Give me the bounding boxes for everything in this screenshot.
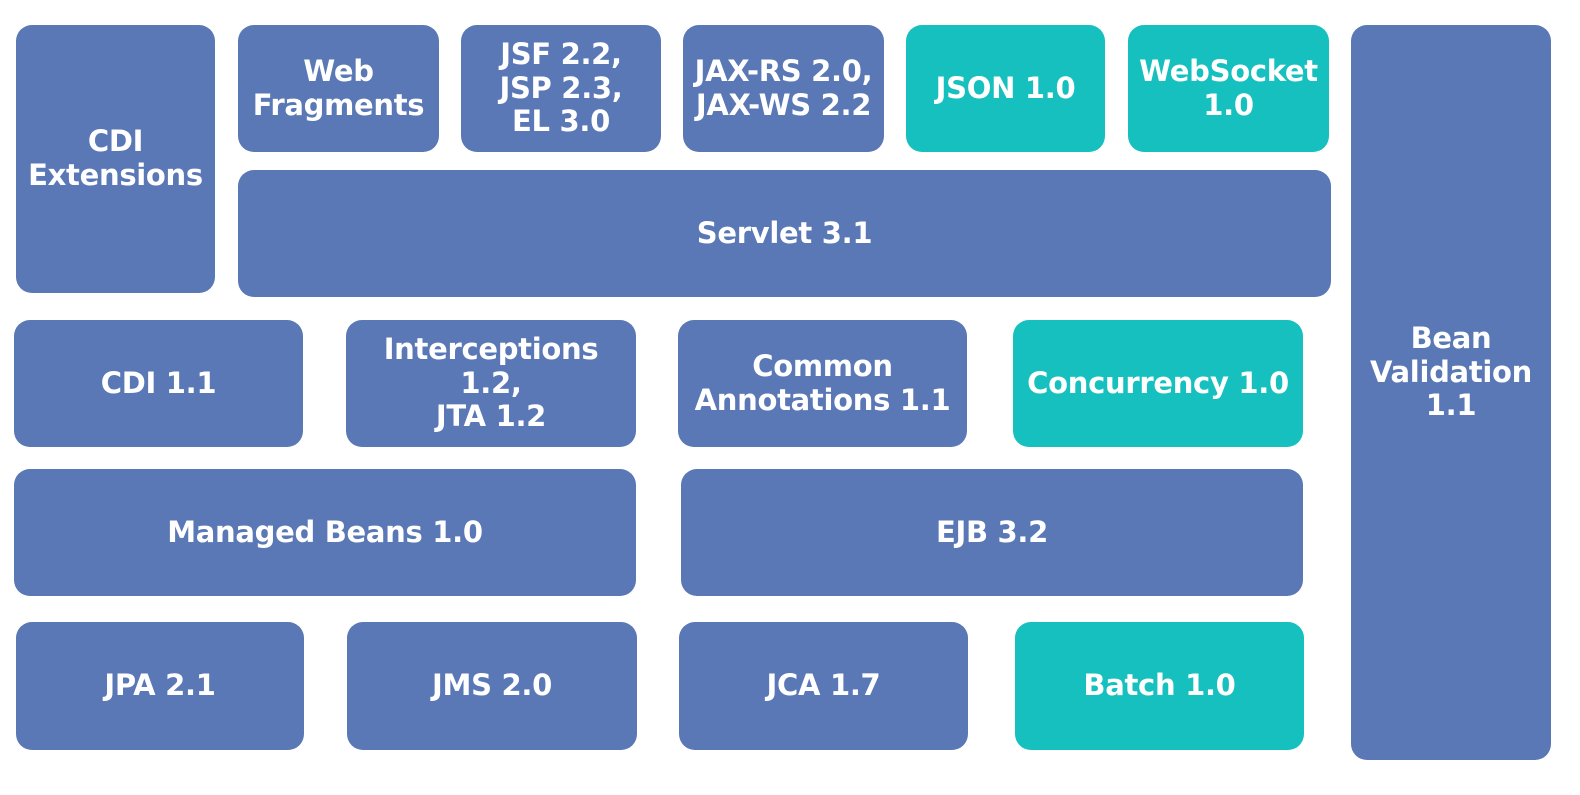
common-annotations-block: Common Annotations 1.1 xyxy=(678,320,967,447)
web-fragments-label: Web Fragments xyxy=(252,53,425,122)
servlet-block: Servlet 3.1 xyxy=(238,170,1331,297)
common-annotations-label: Common Annotations 1.1 xyxy=(694,348,951,417)
bean-validation-block: Bean Validation 1.1 xyxy=(1351,25,1551,760)
websocket-block: WebSocket 1.0 xyxy=(1128,25,1329,152)
interceptions-jta-label: Interceptions 1.2, JTA 1.2 xyxy=(383,331,599,434)
jsf-jsp-el-block: JSF 2.2, JSP 2.3, EL 3.0 xyxy=(461,25,661,152)
managed-beans-block: Managed Beans 1.0 xyxy=(14,469,636,596)
websocket-label: WebSocket 1.0 xyxy=(1139,53,1318,122)
bean-validation-label: Bean Validation 1.1 xyxy=(1369,320,1532,423)
ejb-label: EJB 3.2 xyxy=(935,514,1049,549)
web-fragments-block: Web Fragments xyxy=(238,25,439,152)
batch-label: Batch 1.0 xyxy=(1083,668,1236,703)
jms-label: JMS 2.0 xyxy=(432,668,552,703)
concurrency-label: Concurrency 1.0 xyxy=(1027,365,1289,400)
managed-beans-label: Managed Beans 1.0 xyxy=(167,514,483,549)
concurrency-block: Concurrency 1.0 xyxy=(1013,320,1303,447)
batch-block: Batch 1.0 xyxy=(1015,622,1304,750)
cdi-block: CDI 1.1 xyxy=(14,320,303,447)
jms-block: JMS 2.0 xyxy=(347,622,637,750)
jaxrs-jaxws-label: JAX-RS 2.0, JAX-WS 2.2 xyxy=(694,53,873,122)
json-block: JSON 1.0 xyxy=(906,25,1105,152)
json-label: JSON 1.0 xyxy=(935,70,1076,105)
jsf-jsp-el-label: JSF 2.2, JSP 2.3, EL 3.0 xyxy=(499,36,623,139)
interceptions-jta-block: Interceptions 1.2, JTA 1.2 xyxy=(346,320,636,447)
cdi-extensions-label: CDI Extensions xyxy=(28,124,203,192)
jpa-label: JPA 2.1 xyxy=(104,668,216,703)
jaxrs-jaxws-block: JAX-RS 2.0, JAX-WS 2.2 xyxy=(683,25,884,152)
jca-block: JCA 1.7 xyxy=(679,622,968,750)
ejb-block: EJB 3.2 xyxy=(681,469,1303,596)
servlet-label: Servlet 3.1 xyxy=(696,215,873,250)
jpa-block: JPA 2.1 xyxy=(16,622,304,750)
jca-label: JCA 1.7 xyxy=(766,668,881,703)
cdi-label: CDI 1.1 xyxy=(100,365,217,400)
cdi-extensions-block: CDI Extensions xyxy=(16,25,215,293)
